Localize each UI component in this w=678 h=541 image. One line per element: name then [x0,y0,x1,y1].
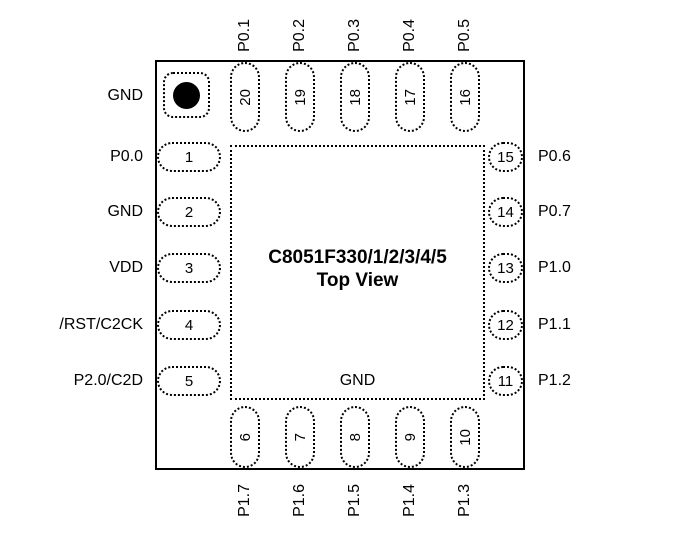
pin-20-number: 20 [236,88,254,106]
pin-20-label: P0.1 [230,0,260,52]
pin-16-label: P0.5 [450,0,480,52]
pin-19-label: P0.2 [285,0,315,52]
pin-7: 7 [285,406,315,468]
pin-13: 13 [488,253,523,283]
pin-10-label: P1.3 [450,484,480,541]
chip-title: C8051F330/1/2/3/4/5 Top View [230,246,485,292]
pin-17-label: P0.4 [395,0,425,52]
pin-10-number: 10 [456,428,474,446]
pin-7-label-text: P1.6 [291,484,308,517]
pad-gnd-label: GND [339,372,376,389]
pin-10-label-text: P1.3 [456,484,473,517]
pin-18-label-text: P0.3 [346,19,363,52]
pin-7-label: P1.6 [285,484,315,541]
pin1-marker [163,72,210,118]
corner-gnd-label: GND [107,87,143,104]
pin-20: 20 [230,62,260,132]
pin-1-number: 1 [184,148,194,166]
pin-18: 18 [340,62,370,132]
pin-12-label: P1.1 [538,316,571,333]
pin-10: 10 [450,406,480,468]
pin-9-number: 9 [401,432,419,442]
pin-19-number: 19 [291,88,309,106]
pin-11-label: P1.2 [538,372,571,389]
pin-5-label: P2.0/C2D [73,372,143,389]
pin-14-number: 14 [497,203,514,221]
pin-8: 8 [340,406,370,468]
pin-17-number: 17 [401,88,419,106]
pin-3-number: 3 [184,259,194,277]
pin-18-label: P0.3 [340,0,370,52]
pin-16-number: 16 [456,88,474,106]
pin-6: 6 [230,406,260,468]
pin-8-label: P1.5 [340,484,370,541]
pin1-marker-dot [173,81,200,109]
pin-7-number: 7 [291,432,309,442]
pin-8-label-text: P1.5 [346,484,363,517]
pin-15-number: 15 [497,148,514,166]
pin-12-number: 12 [497,316,514,334]
pin-19-label-text: P0.2 [291,19,308,52]
pin-14-label: P0.7 [538,203,571,220]
pin-14: 14 [488,197,523,227]
pin-6-number: 6 [236,432,254,442]
pin-2: 2 [157,197,221,227]
pin-16-label-text: P0.5 [456,19,473,52]
pin-6-label-text: P1.7 [236,484,253,517]
pin-15: 15 [488,142,523,172]
pin-16: 16 [450,62,480,132]
pin-12: 12 [488,310,523,340]
pin-15-label: P0.6 [538,148,571,165]
pin-9: 9 [395,406,425,468]
pin-19: 19 [285,62,315,132]
pin-17: 17 [395,62,425,132]
pin-1: 1 [157,142,221,172]
pin-3-label: VDD [109,259,143,276]
pin-9-label: P1.4 [395,484,425,541]
pin-4-number: 4 [184,316,194,334]
pin-1-label: P0.0 [110,148,143,165]
pin-11-number: 11 [497,372,514,390]
pin-18-number: 18 [346,88,364,106]
view-label: Top View [316,270,399,291]
pin-3: 3 [157,253,221,283]
pin-11: 11 [488,366,523,396]
pin-5-number: 5 [184,372,194,390]
exposed-pad-outline [230,145,485,400]
pin-4: 4 [157,310,221,340]
pin-20-label-text: P0.1 [236,19,253,52]
pin-13-label: P1.0 [538,259,571,276]
chip-part-number: C8051F330/1/2/3/4/5 [268,247,447,268]
pin-5: 5 [157,366,221,396]
pin-9-label-text: P1.4 [401,484,418,517]
pin-17-label-text: P0.4 [401,19,418,52]
pin-4-label: /RST/C2CK [59,316,143,333]
pin-6-label: P1.7 [230,484,260,541]
pin-2-label: GND [107,203,143,220]
pin-13-number: 13 [497,259,514,277]
pin-8-number: 8 [346,432,364,442]
pin-2-number: 2 [184,203,194,221]
